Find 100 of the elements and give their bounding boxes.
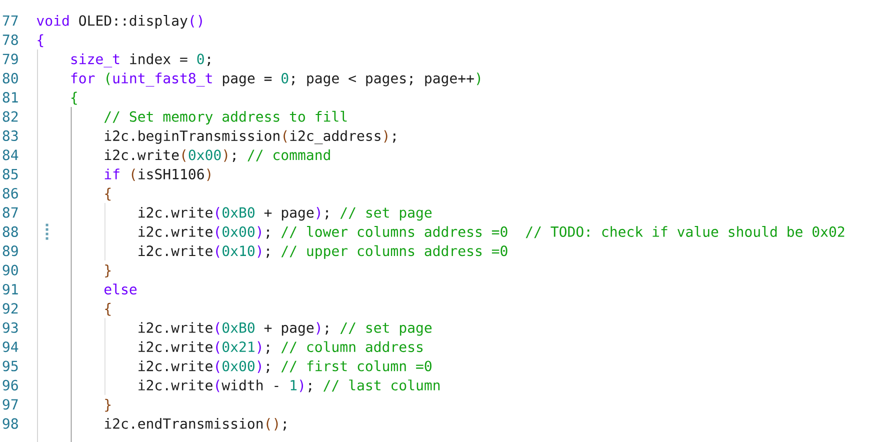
line-number: 95 — [2, 360, 18, 372]
line-number: 80 — [2, 72, 18, 84]
code-text: ) — [316, 206, 320, 220]
code-text: index = — [130, 53, 188, 64]
line-number: 91 — [2, 284, 18, 295]
code-text: 0 — [197, 54, 204, 64]
line-number: 94 — [2, 342, 18, 352]
code-text: ; — [266, 344, 269, 354]
code-text: ) — [207, 168, 210, 182]
code-text: + page — [264, 324, 314, 336]
line-number: 81 — [2, 92, 18, 103]
code-text: i2c.write — [138, 341, 212, 352]
code-text: for — [71, 72, 95, 84]
code-text: ( — [216, 360, 220, 373]
code-text: i2c.write — [138, 322, 212, 333]
code-text: isSH1106 — [138, 168, 204, 180]
code-text: ( — [216, 245, 220, 258]
code-text: ( — [216, 322, 220, 335]
code-comment: // upper columns address =0 — [281, 245, 508, 259]
code-text: ( — [216, 380, 220, 392]
code-text: { — [105, 302, 111, 316]
code-text: ; — [283, 421, 286, 431]
code-text: page = — [222, 75, 272, 86]
line-number: 78 — [2, 34, 18, 46]
line-number: 79 — [2, 54, 18, 64]
code-text: ( — [182, 149, 186, 162]
code-comment: // set page — [340, 322, 432, 336]
code-text: ) — [224, 149, 228, 162]
code-text: 0x00 — [188, 150, 221, 160]
code-text: ( — [284, 130, 287, 143]
code-text: i2c.endTransmission — [104, 418, 263, 429]
code-text: void — [36, 15, 69, 26]
code-comment: // column address — [281, 341, 423, 354]
code-text: ; — [326, 325, 328, 335]
code-text: 0x00 — [222, 226, 254, 237]
code-text: ; — [308, 383, 312, 392]
code-text: { — [38, 34, 44, 48]
code-text: ) — [300, 380, 304, 392]
code-text: ) — [258, 341, 261, 354]
code-text: } — [105, 264, 111, 278]
code-comment: { — [71, 92, 77, 105]
code-text: i2c.write — [104, 149, 179, 160]
code-text: i2c_address — [290, 130, 380, 144]
code-comment: // TODO: check if value should be 0x02 — [526, 226, 844, 238]
code-comment: ( — [106, 72, 110, 86]
code-text: ) — [258, 226, 261, 239]
code-text: ; — [232, 152, 236, 162]
code-text: OLED::display — [79, 14, 188, 29]
code-text: ; — [326, 210, 328, 220]
code-comment: // first column =0 — [281, 360, 432, 372]
code-text: 1 — [290, 380, 297, 390]
code-comment: // set page — [340, 207, 432, 221]
code-text: 0xB0 — [222, 322, 254, 333]
code-text: ) — [316, 322, 320, 335]
line-number: 92 — [2, 303, 18, 314]
code-text: i2c.write — [138, 226, 212, 237]
code-text: if — [104, 168, 120, 180]
code-text: ) — [384, 130, 388, 143]
code-comment: ) — [476, 72, 480, 86]
code-text: i2c.write — [138, 380, 212, 390]
code-text: ; — [393, 134, 396, 143]
code-comment: // last column — [324, 380, 440, 392]
code-text: ; — [208, 56, 210, 66]
code-text: ( — [216, 341, 220, 354]
line-number: 77 — [2, 15, 18, 26]
code-comment: // lower columns address =0 — [281, 226, 508, 238]
code-text: } — [105, 398, 111, 412]
code-text: i2c.write — [138, 360, 212, 372]
line-number: 88 — [2, 226, 18, 237]
code-text: else — [104, 284, 137, 295]
code-text: + page — [264, 210, 314, 221]
code-text: 0x21 — [222, 342, 254, 352]
line-number: 96 — [2, 380, 18, 390]
line-number: 86 — [2, 188, 18, 199]
line-number: 93 — [2, 322, 18, 333]
code-text: i2c.write — [138, 206, 212, 218]
line-number: 98 — [2, 418, 18, 429]
code-text: ) — [258, 245, 261, 258]
line-number: 84 — [2, 150, 18, 160]
code-text: 0x10 — [222, 246, 254, 256]
code-text: ( — [132, 168, 135, 182]
line-number: 97 — [2, 399, 18, 410]
code-text: () — [190, 15, 202, 28]
line-number: 85 — [2, 168, 18, 180]
line-number: 90 — [2, 264, 18, 276]
code-text: ; — [266, 248, 269, 258]
code-text: ; — [266, 230, 269, 239]
code-text: uint_fast8_t — [113, 72, 212, 87]
code-text: 0 — [282, 72, 288, 84]
code-text: size_t — [71, 53, 120, 68]
line-number: 87 — [2, 207, 18, 218]
code-text: { — [105, 188, 111, 201]
code-comment: // command — [248, 149, 330, 162]
line-number: 83 — [2, 130, 18, 142]
code-text: i2c.beginTransmission — [104, 130, 280, 144]
code-text: () — [266, 418, 278, 431]
code-text: ; page < pages; page++ — [292, 75, 474, 86]
line-number: 89 — [2, 246, 18, 256]
code-text: 0xB0 — [222, 207, 254, 218]
code-text: ( — [216, 226, 220, 239]
